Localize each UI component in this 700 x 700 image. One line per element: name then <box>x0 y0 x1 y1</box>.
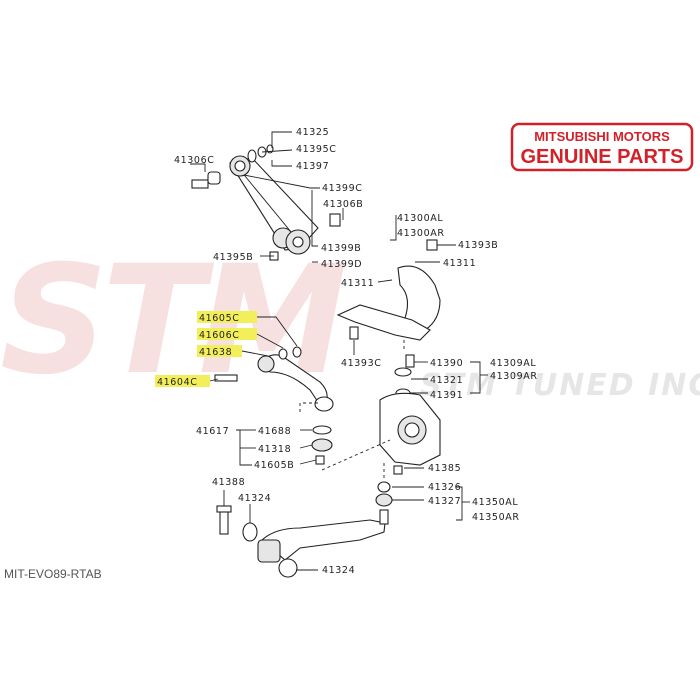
boot-41321 <box>394 367 412 377</box>
genuine-parts-badge: MITSUBISHI MOTORS GENUINE PARTS <box>510 122 694 172</box>
lower-arm <box>261 519 386 561</box>
badge-line-2: GENUINE PARTS <box>521 146 684 168</box>
label-41350al: 41350AL <box>472 497 518 508</box>
arm-41309 <box>336 304 431 341</box>
label-41617: 41617 <box>196 426 229 437</box>
label-41324-upper: 41324 <box>238 493 271 504</box>
badge-border <box>510 122 694 172</box>
label-41395b: 41395B <box>213 252 253 263</box>
label-41309ar: 41309AR <box>490 371 538 382</box>
label-41395c: 41395C <box>296 144 336 155</box>
label-41326: 41326 <box>428 482 461 493</box>
label-41604c: 41604C <box>157 377 197 388</box>
sku-label: MIT-EVO89-RTAB <box>4 567 102 581</box>
label-41324-lower: 41324 <box>322 565 355 576</box>
label-41393b: 41393B <box>458 240 498 251</box>
label-41391: 41391 <box>430 390 463 401</box>
label-41390: 41390 <box>430 358 463 369</box>
label-41399d: 41399D <box>321 259 362 270</box>
watermark-subtext: STM TUNED INC. <box>420 368 700 403</box>
boot-41327 <box>375 493 393 507</box>
highlight-41605c <box>197 311 257 323</box>
label-41300ar: 41300AR <box>397 228 445 239</box>
label-41388: 41388 <box>212 477 245 488</box>
highlight-41604c <box>155 375 210 387</box>
label-41605b: 41605B <box>254 460 294 471</box>
highlight-41638 <box>197 345 242 357</box>
lower-bushing <box>257 539 281 563</box>
bolt-41306b <box>329 213 341 227</box>
label-41311-left: 41311 <box>341 278 374 289</box>
ball-joint <box>314 396 334 412</box>
label-41688: 41688 <box>258 426 291 437</box>
label-41300al: 41300AL <box>397 213 443 224</box>
label-41306c: 41306C <box>174 155 214 166</box>
upper-control-arm <box>336 239 441 398</box>
lower-arm-assembly <box>216 481 393 578</box>
upper-arm-assembly <box>191 144 341 261</box>
ring-41326 <box>377 481 391 493</box>
nut-41385 <box>393 465 403 475</box>
washer-41606c <box>278 348 288 360</box>
link-arm <box>261 354 328 403</box>
highlights <box>155 311 257 387</box>
label-41399c: 41399C <box>322 183 362 194</box>
label-41385: 41385 <box>428 463 461 474</box>
nut-41605c <box>292 346 302 358</box>
label-41350ar: 41350AR <box>472 512 520 523</box>
label-41327: 41327 <box>428 496 461 507</box>
label-41399b: 41399B <box>321 243 361 254</box>
highlight-41606c <box>197 328 257 340</box>
bolt-41393b <box>426 239 438 251</box>
label-41605c: 41605C <box>199 313 239 324</box>
label-41309al: 41309AL <box>490 358 536 369</box>
label-41311-right: 41311 <box>443 258 476 269</box>
washer-41395c <box>247 149 257 163</box>
boot-41318 <box>311 438 333 452</box>
knuckle <box>379 392 441 475</box>
label-41321: 41321 <box>430 375 463 386</box>
part-labels: 41325 41395C 41397 41306C 41399C 41306B … <box>157 127 538 576</box>
badge-line-1: MITSUBISHI MOTORS <box>534 129 670 144</box>
ring-41688 <box>312 425 332 435</box>
leader-lines <box>190 131 488 571</box>
bolt-41390 <box>405 354 415 368</box>
bolt-41306c <box>191 179 209 189</box>
washer-41324-upper <box>242 522 258 542</box>
label-41393c: 41393C <box>341 358 381 369</box>
bolt-41393c <box>349 326 359 340</box>
bolt-41604c <box>214 374 238 382</box>
nut-41605b <box>315 455 325 465</box>
label-41606c: 41606C <box>199 330 239 341</box>
label-41306b: 41306B <box>323 199 363 210</box>
label-41397: 41397 <box>296 161 329 172</box>
washer-41324-lower <box>278 558 298 578</box>
label-41638: 41638 <box>199 347 232 358</box>
link-bushing <box>257 355 275 373</box>
label-41325: 41325 <box>296 127 329 138</box>
label-41318: 41318 <box>258 444 291 455</box>
trailing-link-41617 <box>214 346 334 465</box>
